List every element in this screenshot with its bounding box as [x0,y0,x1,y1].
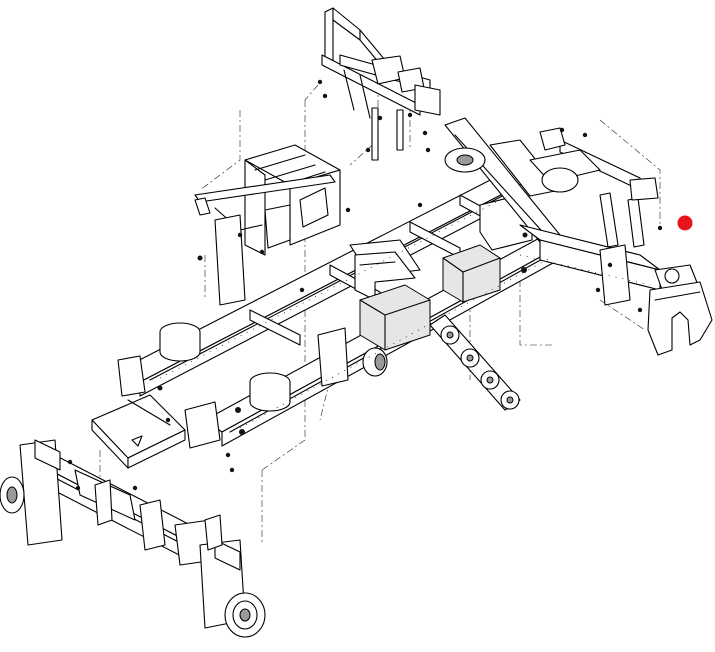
suspension-hangers [117,214,388,449]
upper-mast-bracket [321,7,441,161]
front-axle-assembly [0,439,266,638]
loose-fasteners [67,79,663,491]
rear-hook-bracket [647,281,713,356]
front-step-plate [91,394,186,469]
rear-frame-assembly [519,127,701,306]
rail-rivet-rows [159,199,651,429]
roller-chain-arm [429,314,521,411]
left-cab-mount-cage [194,144,341,256]
highlighted-part-marker [677,215,693,231]
